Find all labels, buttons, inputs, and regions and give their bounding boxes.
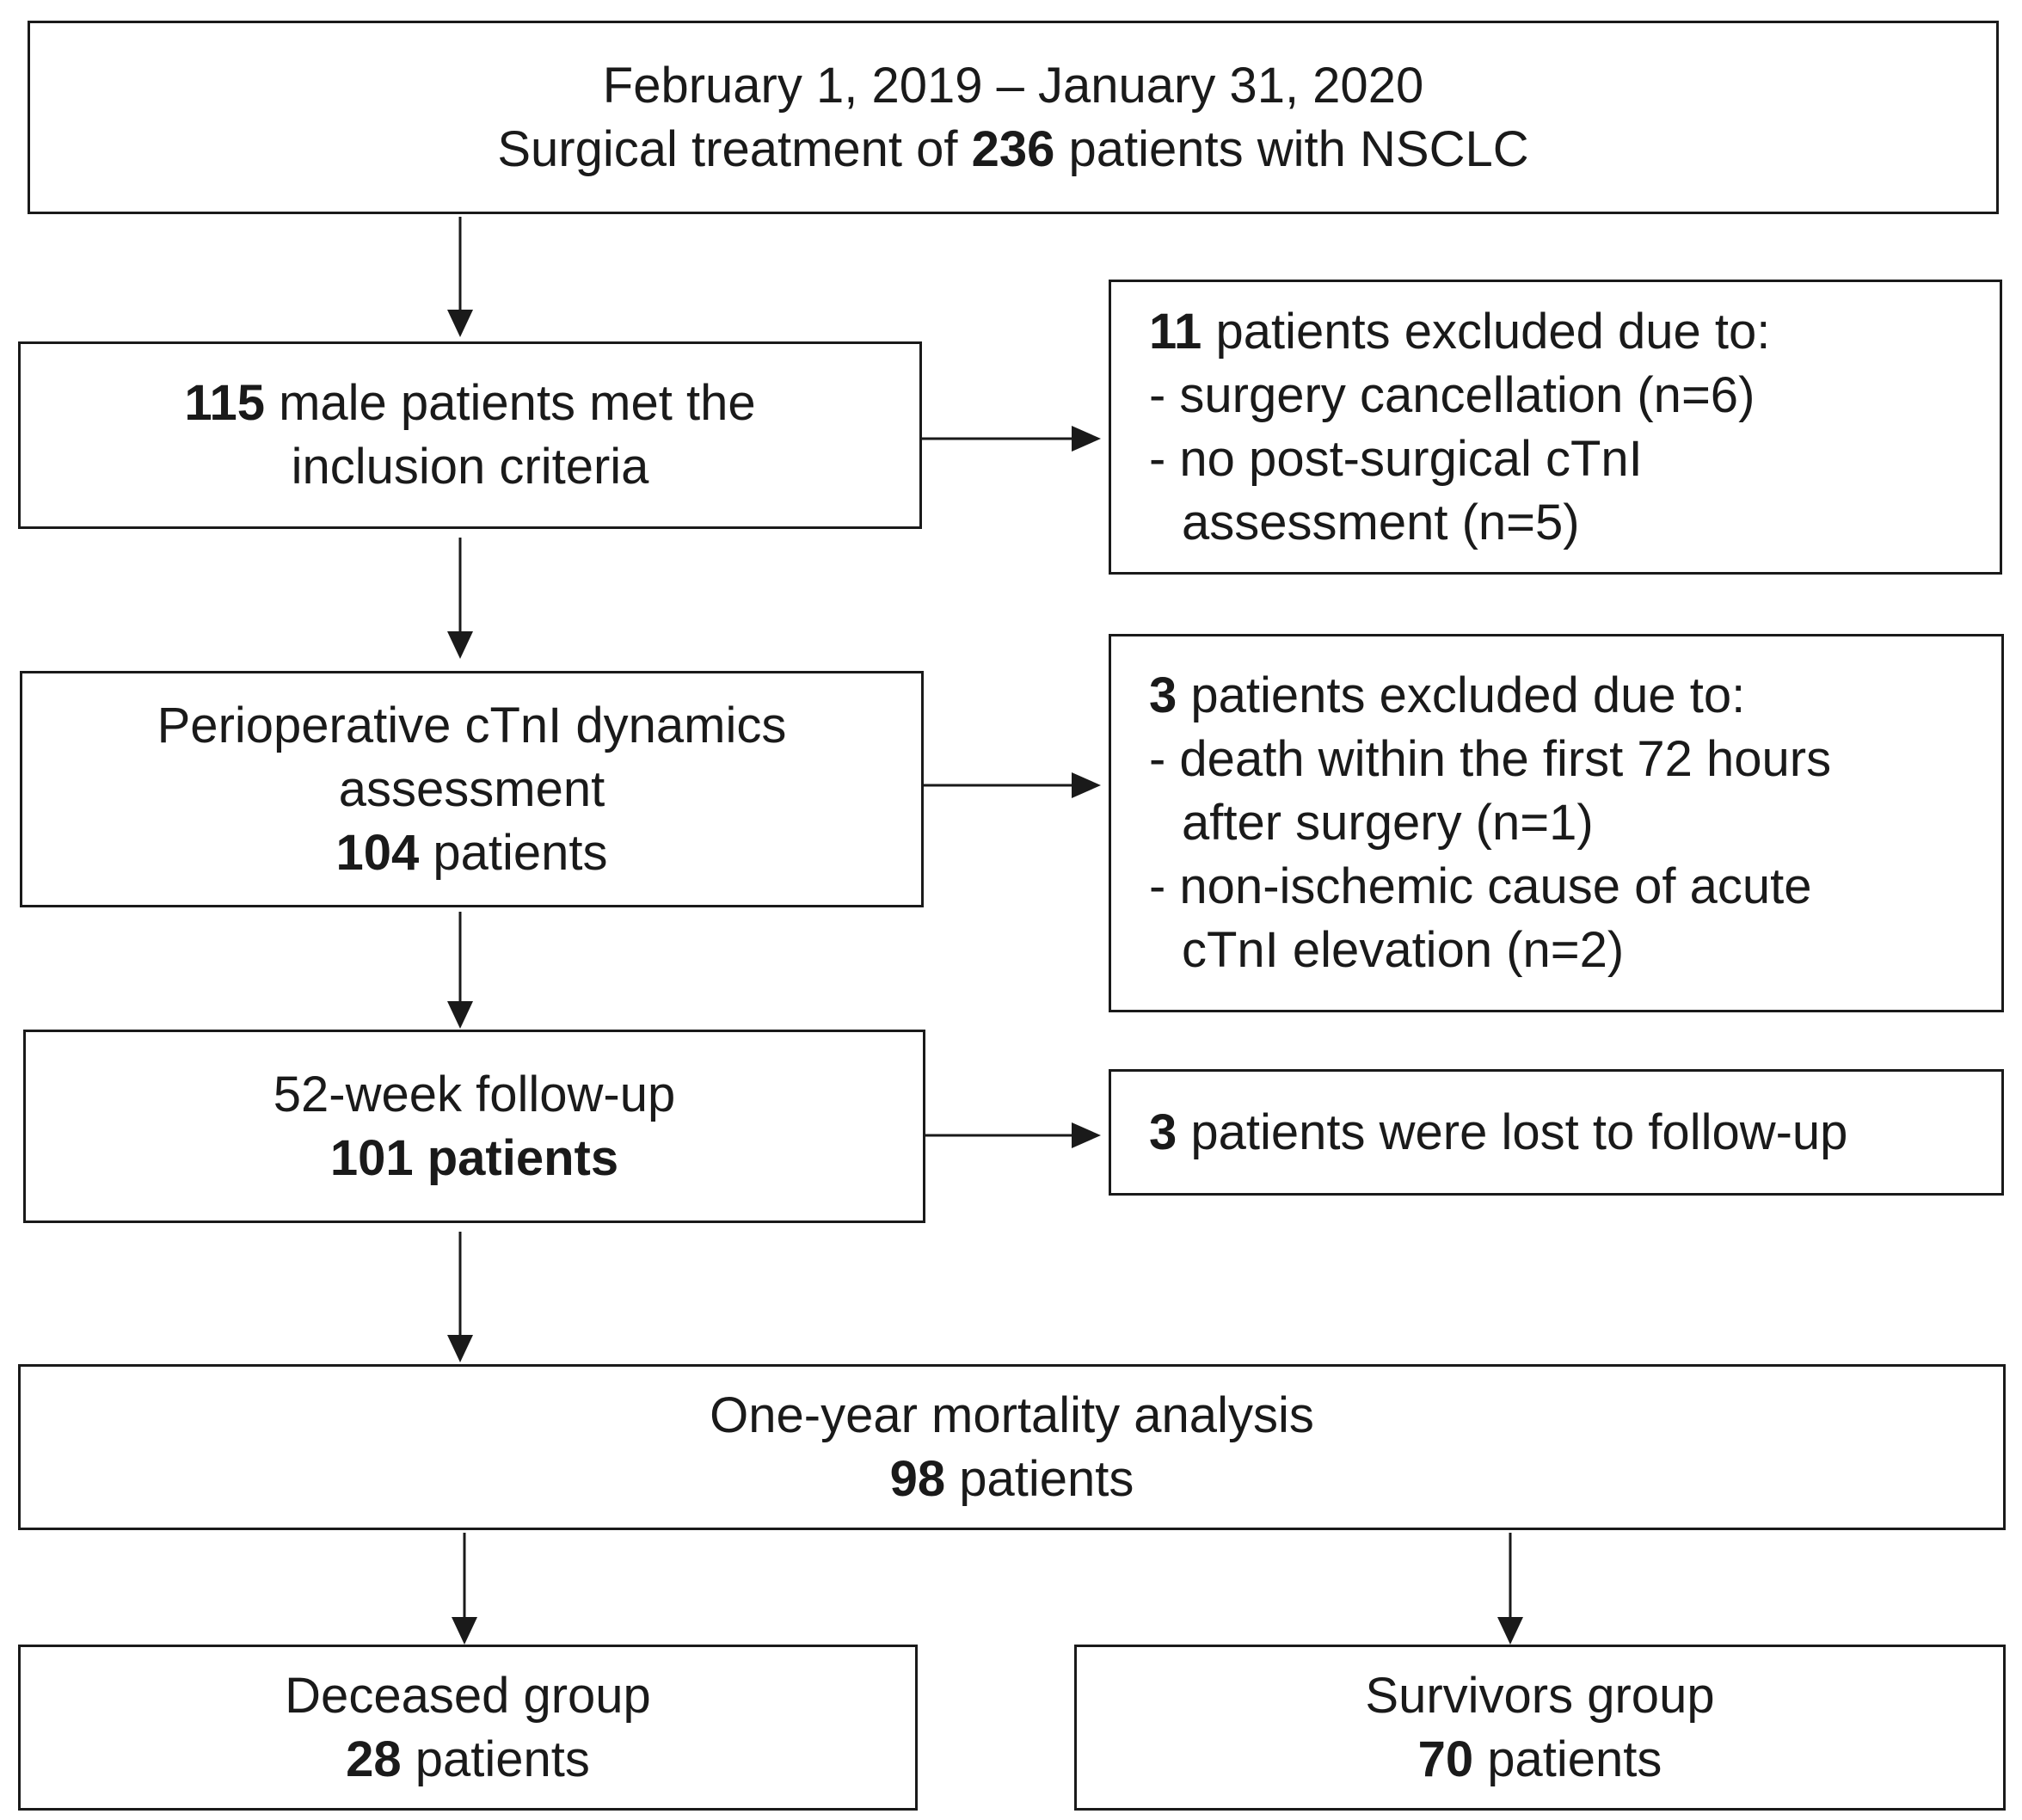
- mortality-count-line: 98 patients: [889, 1450, 1134, 1507]
- arrowhead: [1497, 1617, 1523, 1645]
- enrollment-date-range: February 1, 2019 – January 31, 2020: [602, 57, 1424, 114]
- survivors-count: 70: [1417, 1731, 1474, 1787]
- arrowhead: [447, 310, 473, 337]
- inclusion-line1: 115 male patients met the: [184, 375, 756, 431]
- perioperative-line2: assessment: [338, 760, 605, 817]
- exclusion1-item-cont: assessment (n=5): [1182, 494, 1580, 550]
- deceased-box: Deceased group 28 patients: [18, 1645, 918, 1811]
- lost-box: 3 patients were lost to follow-up: [1109, 1069, 2004, 1196]
- exclusion2-header: 3 patients excluded due to:: [1149, 667, 1746, 723]
- enrollment-description: Surgical treatment of 236 patients with …: [497, 120, 1529, 177]
- exclusion2-item-cont: cTnI elevation (n=2): [1182, 922, 1625, 978]
- exclusion2-item: - death within the first 72 hours: [1149, 731, 1832, 787]
- mortality-box: One-year mortality analysis 98 patients: [18, 1364, 2006, 1530]
- exclusion2-item: - non-ischemic cause of acute: [1149, 858, 1812, 914]
- enrollment-box: February 1, 2019 – January 31, 2020 Surg…: [28, 21, 1999, 214]
- deceased-count-line: 28 patients: [346, 1731, 590, 1787]
- survivors-box: Survivors group 70 patients: [1074, 1645, 2006, 1811]
- enrollment-count: 236: [971, 120, 1055, 177]
- exclusion2-count: 3: [1149, 667, 1177, 723]
- survivors-count-line: 70 patients: [1417, 1731, 1662, 1787]
- followup-line1: 52-week follow-up: [273, 1066, 676, 1122]
- exclusion2-item-cont: after surgery (n=1): [1182, 795, 1594, 851]
- followup-line2: 101 patients: [329, 1129, 619, 1186]
- mortality-count: 98: [889, 1450, 946, 1507]
- exclusion1-box: 11 patients excluded due to: - surgery c…: [1109, 280, 2002, 575]
- perioperative-line1: Perioperative cTnI dynamics: [157, 697, 787, 753]
- arrowhead: [447, 1335, 473, 1362]
- perioperative-count-line: 104 patients: [335, 824, 608, 881]
- exclusion1-item: - no post-surgical cTnI: [1149, 430, 1643, 487]
- deceased-count: 28: [346, 1731, 402, 1787]
- inclusion-line2: inclusion criteria: [291, 439, 649, 495]
- arrowhead: [1072, 772, 1101, 798]
- perioperative-count: 104: [335, 824, 420, 881]
- exclusion1-header: 11 patients excluded due to:: [1149, 303, 1771, 360]
- perioperative-box: Perioperative cTnI dynamics assessment 1…: [20, 671, 924, 907]
- exclusion1-count: 11: [1149, 303, 1202, 360]
- arrowhead: [1072, 1122, 1101, 1148]
- followup-box: 52-week follow-up 101 patients: [23, 1030, 925, 1223]
- exclusion1-item: - surgery cancellation (n=6): [1149, 366, 1755, 423]
- arrowhead: [447, 631, 473, 659]
- arrowhead: [447, 1001, 473, 1029]
- deceased-line1: Deceased group: [285, 1667, 651, 1724]
- mortality-line1: One-year mortality analysis: [710, 1387, 1314, 1443]
- lost-text: 3 patients were lost to follow-up: [1149, 1104, 1848, 1160]
- arrowhead: [1072, 426, 1101, 452]
- lost-count: 3: [1149, 1104, 1177, 1160]
- exclusion2-box: 3 patients excluded due to: - death with…: [1109, 634, 2004, 1012]
- survivors-line1: Survivors group: [1365, 1667, 1715, 1724]
- inclusion-box: 115 male patients met the inclusion crit…: [18, 341, 922, 529]
- inclusion-count: 115: [184, 375, 265, 431]
- arrowhead: [452, 1617, 477, 1645]
